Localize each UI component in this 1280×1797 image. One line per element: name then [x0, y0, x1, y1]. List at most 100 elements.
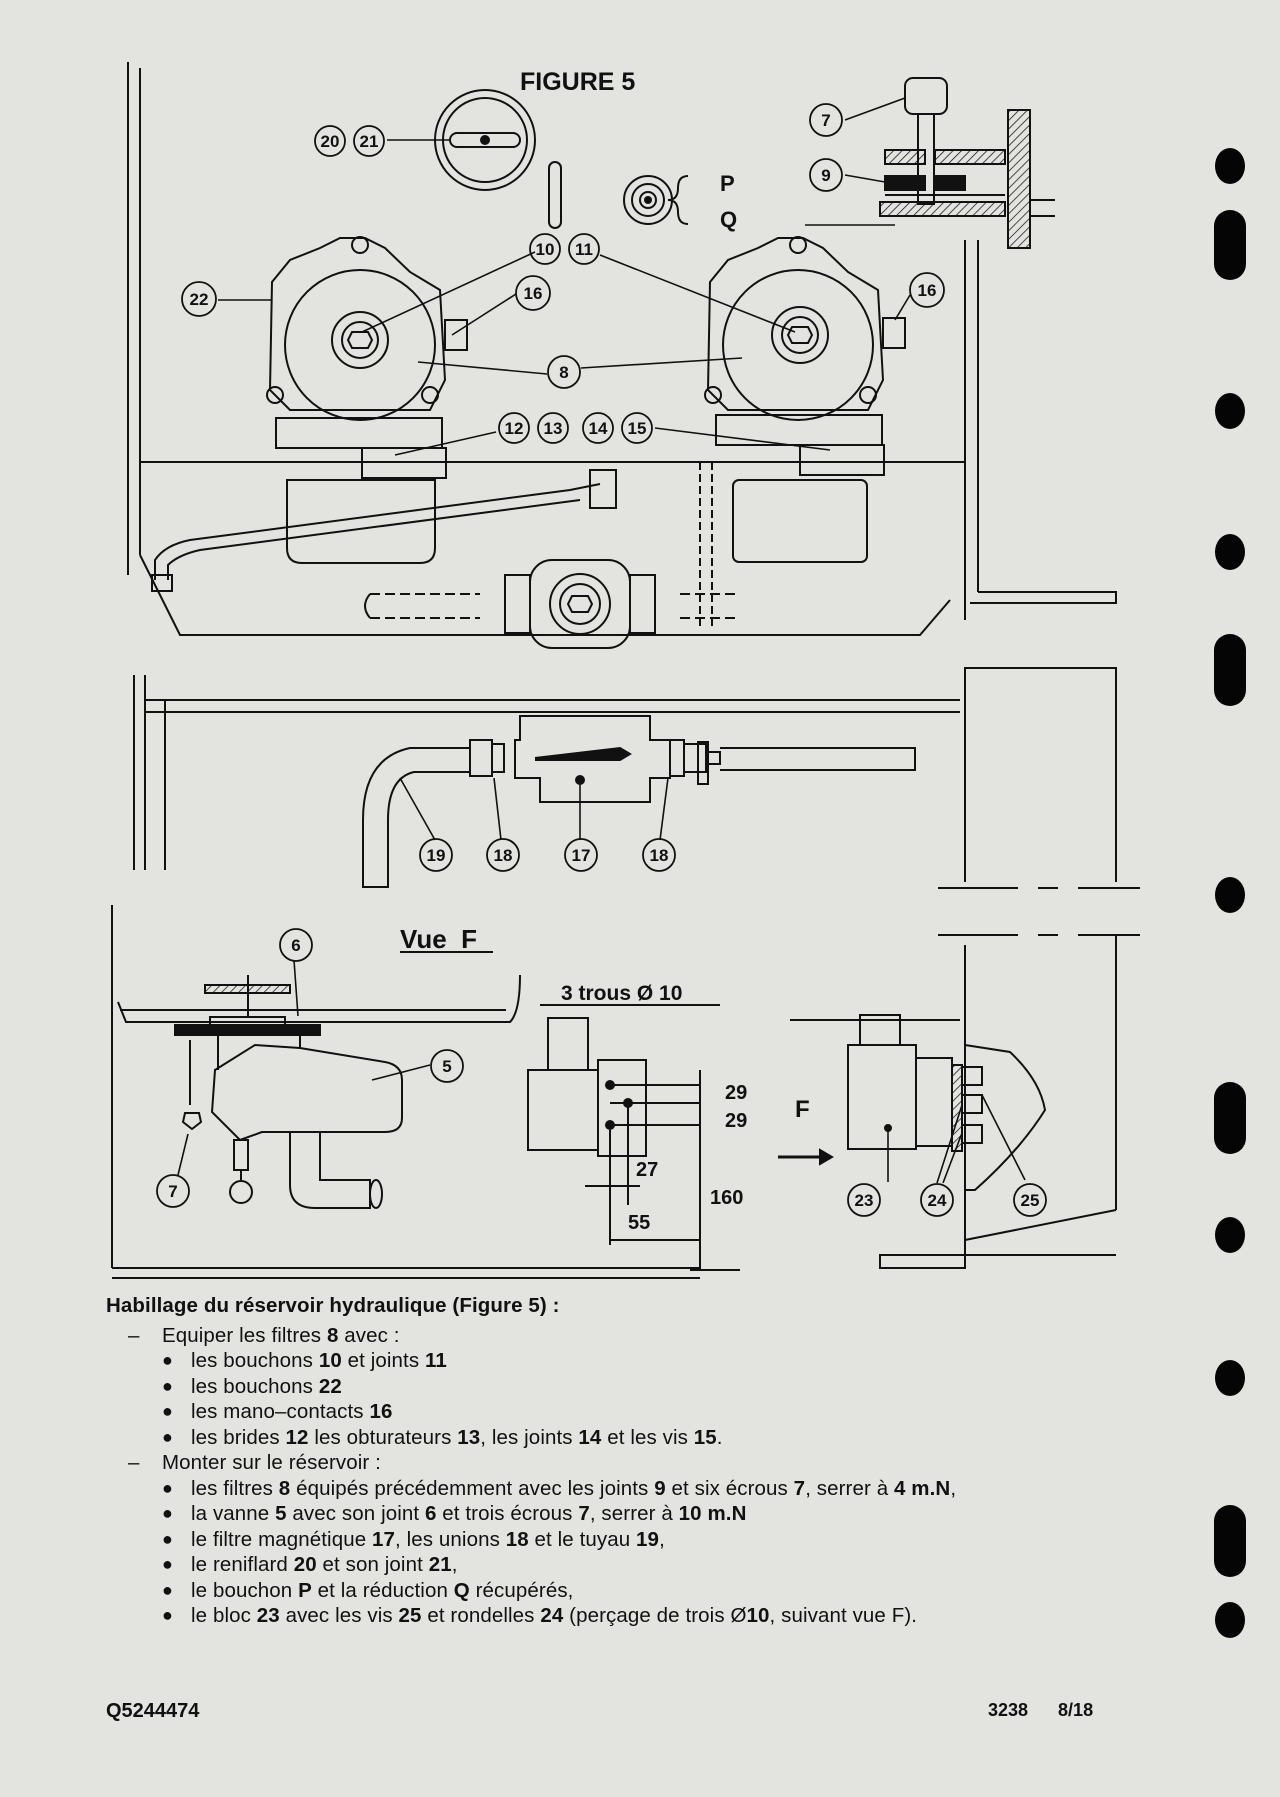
punch-hole [1215, 1217, 1245, 1253]
dim-29-a: 29 [725, 1082, 747, 1104]
mid-frame [133, 667, 1140, 936]
caption-step-1-item: ● les mano–contacts 16 [106, 1399, 1186, 1425]
caption-step-1-item: ● les brides 12 les obturateurs 13, les j… [106, 1425, 1186, 1451]
punch-hole [1215, 393, 1245, 429]
breather-tube [151, 469, 617, 592]
block-view [778, 935, 1117, 1269]
callout-24-text: 24 [928, 1191, 947, 1210]
holes-label: 3 trous Ø 10 [561, 982, 682, 1005]
caption-step-2-item: ●la vanne 5 avec son joint 6 et trois éc… [106, 1501, 1186, 1527]
document-reference: Q5244474 [106, 1700, 200, 1722]
callout-15 [621, 412, 653, 444]
callout-22-text: 22 [190, 290, 209, 309]
callout-5 [430, 1049, 464, 1083]
callout-13 [537, 412, 569, 444]
mount-detail [879, 77, 1055, 249]
caption-step-2-list: ● les filtres 8 équipés précédemment avec… [106, 1476, 1186, 1629]
page-number: 8/18 [1058, 1700, 1094, 1720]
caption-step-1-text: Equiper les filtres 8 avec : [162, 1323, 400, 1347]
callout-8-text: 8 [559, 363, 568, 382]
bullet-icon: ● [162, 1528, 173, 1549]
caption-step-2-text: Monter sur le réservoir : [162, 1451, 381, 1474]
callout-16-right-text: 16 [918, 281, 937, 300]
dim-27: 27 [636, 1159, 658, 1181]
caption-step-2-item-text: le reniflard 20 et son joint 21, [191, 1553, 458, 1576]
dim-160: 160 [710, 1187, 743, 1209]
bullet-icon: ● [162, 1579, 173, 1600]
caption-step-2-item-text: le filtre magnétique 17, les unions 18 e… [191, 1527, 665, 1551]
punch-hole [1215, 1360, 1245, 1396]
callout-17 [564, 838, 598, 872]
caption-step-1-item-text: les bouchons 22 [191, 1374, 342, 1398]
left-filter [266, 236, 468, 564]
caption-step-1-item: ● les bouchons 22 [106, 1374, 1186, 1400]
callout-18-right-text: 18 [650, 846, 669, 865]
callout-5-text: 5 [442, 1057, 451, 1076]
callout-22 [181, 281, 217, 317]
dim-29-b: 29 [725, 1110, 747, 1132]
punch-hole [1215, 1602, 1245, 1638]
callout-7-lower [156, 1174, 190, 1208]
bullet-icon: ● [162, 1503, 173, 1523]
callout-7-text: 7 [821, 111, 830, 130]
caption-step-2-item: ● le filtre magnétique 17, les unions 18 … [106, 1527, 1186, 1553]
caption-step-2-item-text: le bloc 23 avec les vis 25 et rondelles … [191, 1604, 918, 1627]
caption: Habillage du réservoir hydraulique (Figu… [106, 1293, 1186, 1629]
figure-title: FIGURE 5 [520, 68, 635, 96]
callout-6-text: 6 [291, 936, 300, 955]
callout-16-right [909, 272, 945, 308]
callout-11-text: 11 [575, 240, 593, 259]
plug-pq: P Q [623, 171, 737, 232]
callout-23 [847, 1183, 881, 1217]
punch-hole [1214, 1505, 1246, 1577]
bullet-icon: ● [162, 1554, 173, 1574]
callout-14-text: 14 [589, 419, 608, 438]
caption-step-1-item-text: les brides 12 les obturateurs 13, les jo… [191, 1425, 723, 1449]
bullet-icon: ● [162, 1375, 173, 1396]
punch-hole [1214, 634, 1246, 706]
caption-step-2-item: ●les filtres 8 équipés précédemment avec… [106, 1476, 1186, 1502]
callout-7-lower-text: 7 [168, 1182, 177, 1201]
caption-step-2-item: ● le bloc 23 avec les vis 25 et rondelles… [106, 1603, 1186, 1629]
caption-step-2-item: ●le bouchon P et la réduction Q récupéré… [106, 1578, 1186, 1604]
right-filter [704, 236, 906, 563]
callout-19-text: 19 [427, 846, 446, 865]
callout-7 [809, 103, 843, 137]
bullet-icon: ● [162, 1605, 173, 1625]
callout-12-text: 12 [505, 419, 524, 438]
callout-20-text: 20 [321, 132, 340, 151]
callout-14 [582, 412, 614, 444]
callout-20 [314, 125, 346, 157]
caption-step-2-item: ● le reniflard 20 et son joint 21, [106, 1552, 1186, 1578]
punch-hole [1215, 148, 1245, 184]
dim-55: 55 [628, 1212, 650, 1234]
caption-step-1-item-text: les mano–contacts 16 [191, 1400, 393, 1423]
callout-21 [353, 125, 385, 157]
magnetic-filter [362, 715, 916, 888]
punch-hole [1215, 877, 1245, 913]
breather-cap [434, 89, 562, 229]
punch-hole [1215, 534, 1245, 570]
caption-step-1-list: ●les bouchons 10 et joints 11●les boucho… [106, 1348, 1186, 1450]
callout-18-right [642, 838, 676, 872]
callout-8 [547, 355, 581, 389]
callout-12 [498, 412, 530, 444]
caption-step-1: –Equiper les filtres 8 avec : [128, 1323, 400, 1347]
callout-18-left-text: 18 [494, 846, 513, 865]
callout-23-text: 23 [855, 1191, 874, 1210]
callout-10-text: 10 [536, 240, 555, 259]
callout-13-text: 13 [544, 419, 563, 438]
callout-19 [419, 838, 453, 872]
callout-9 [809, 158, 843, 192]
caption-title: Habillage du réservoir hydraulique (Figu… [106, 1294, 560, 1317]
tank-frame [127, 62, 1117, 636]
bullet-icon: ● [162, 1426, 173, 1447]
caption-step-2: –Monter sur le réservoir : [128, 1451, 381, 1474]
bullet-icon: ● [162, 1401, 173, 1421]
callout-18-left [486, 838, 520, 872]
callout-17-text: 17 [572, 846, 591, 865]
caption-step-2-item-text: les filtres 8 équipés précédemment avec … [191, 1476, 957, 1500]
bottom-valve [364, 462, 740, 649]
